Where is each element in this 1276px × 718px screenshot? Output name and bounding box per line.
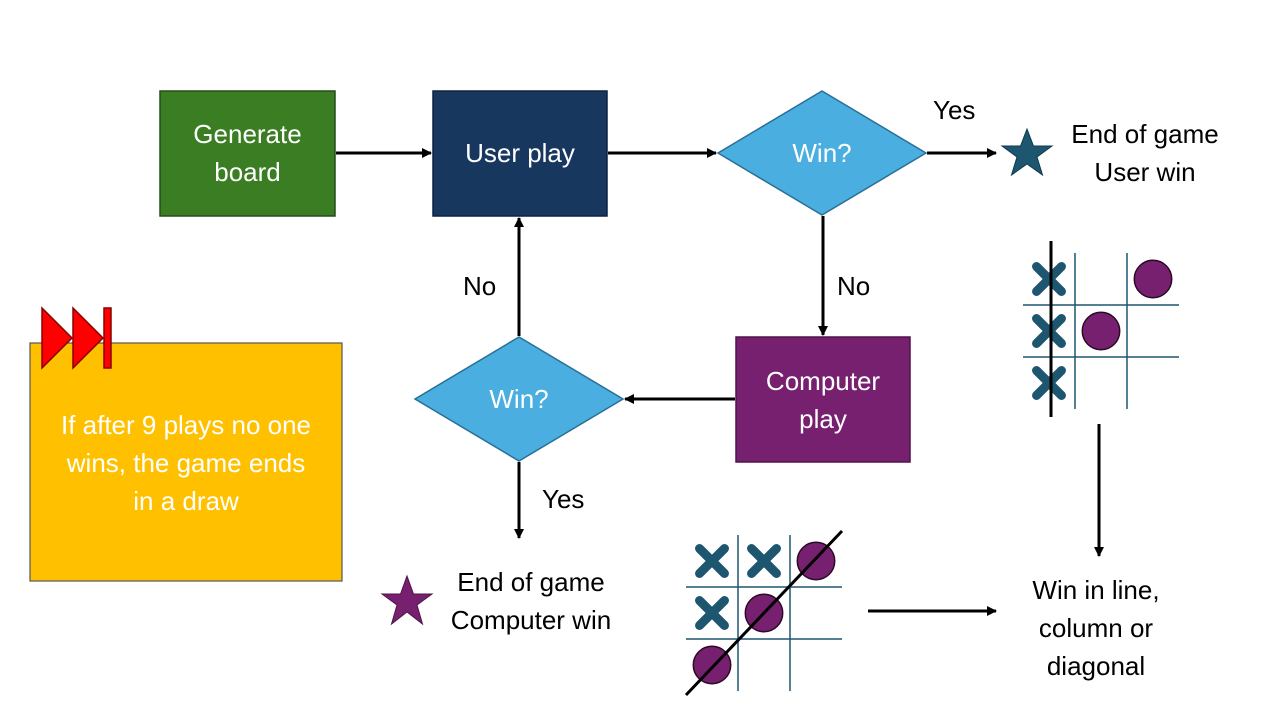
x-mark — [1032, 314, 1066, 348]
no-label-left: No — [463, 271, 496, 301]
o-mark — [692, 645, 732, 685]
tictactoe-board-column-win — [1023, 241, 1179, 417]
user-play-label: User play — [465, 138, 575, 168]
o-mark — [796, 541, 836, 581]
fast-forward-icon — [41, 306, 112, 370]
tictactoe-board-diagonal-win — [684, 529, 844, 697]
x-mark — [695, 596, 729, 630]
win-decision-bottom: Win? — [413, 336, 625, 462]
yes-label-top: Yes — [933, 95, 975, 125]
win-decision-top: Win? — [716, 90, 928, 216]
x-mark — [747, 544, 781, 578]
win-decision-top-label: Win? — [792, 138, 851, 168]
star-icon — [380, 574, 434, 626]
user-play-box: User play — [432, 90, 608, 217]
yes-label-bottom: Yes — [542, 484, 584, 514]
x-mark — [1032, 262, 1066, 296]
win-line — [684, 529, 844, 697]
o-mark — [1133, 259, 1173, 299]
no-label-right: No — [837, 271, 870, 301]
o-mark — [1081, 311, 1121, 351]
star-icon — [1000, 127, 1054, 177]
x-mark — [1032, 366, 1066, 400]
win-decision-bottom-label: Win? — [489, 384, 548, 414]
x-mark — [695, 544, 729, 578]
